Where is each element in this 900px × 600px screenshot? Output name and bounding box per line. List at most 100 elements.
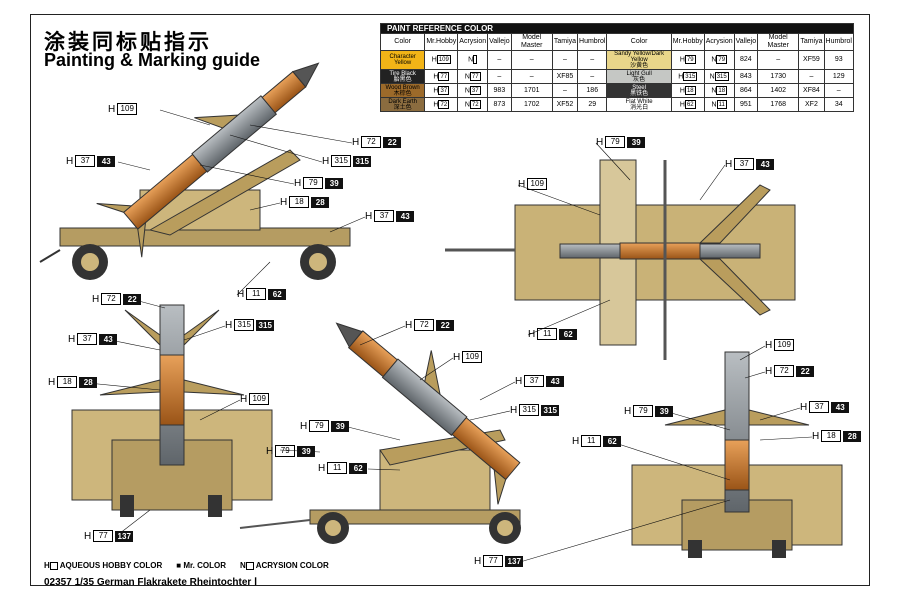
paint-callout: H 18 28 — [48, 376, 98, 388]
callout-h-mark: H — [528, 328, 536, 340]
kit-title-footer: 02357 1/35 German Flakrakete Rheintochte… — [44, 577, 258, 588]
legend-mr-color: ■ Mr. COLOR — [176, 561, 226, 570]
callout-mr-color-code: 43 — [97, 155, 116, 167]
callout-mr-color-code: 39 — [655, 405, 674, 417]
legend-acrysion: N ACRYSION COLOR — [239, 561, 329, 570]
callout-h-mark: H — [92, 293, 100, 305]
page-title: Painting & Marking guide — [44, 50, 261, 70]
callout-aqueous-code: 79 — [605, 136, 626, 148]
page-frame — [30, 14, 870, 586]
callout-aqueous-code: 72 — [101, 293, 122, 305]
callout-mr-color-code: 43 — [756, 158, 775, 170]
callout-aqueous-code: 37 — [524, 375, 545, 387]
callout-aqueous-code: 72 — [774, 365, 795, 377]
callout-aqueous-code: 72 — [361, 136, 382, 148]
paint-callout: H 72 22 — [765, 365, 815, 377]
callout-aqueous-code: 11 — [537, 328, 558, 340]
callout-h-mark: H — [300, 420, 308, 432]
callout-aqueous-code: 37 — [734, 158, 755, 170]
paint-callout: H 79 39 — [266, 445, 316, 457]
callout-mr-color-code: 43 — [99, 333, 118, 345]
paint-callout: H 109 — [453, 351, 483, 363]
callout-h-mark: H — [68, 333, 76, 345]
callout-h-mark: H — [624, 405, 632, 417]
callout-h-mark: H — [510, 404, 518, 416]
paint-callout: H 79 39 — [294, 177, 344, 189]
paint-reference-table: PAINT REFERENCE COLOR Color Mr.Hobby Acr… — [379, 23, 855, 112]
callout-h-mark: H — [280, 196, 288, 208]
callout-h-mark: H — [48, 376, 56, 388]
callout-h-mark: H — [518, 178, 526, 190]
callout-mr-color-code: 43 — [831, 401, 850, 413]
paint-callout: H 18 28 — [812, 430, 862, 442]
paint-callout: H 72 22 — [405, 319, 455, 331]
paint-callout: H 72 22 — [92, 293, 142, 305]
top-view-drawing — [445, 159, 796, 360]
callout-mr-color-code: 137 — [505, 555, 524, 567]
callout-aqueous-code: 11 — [327, 462, 348, 474]
paint-callout: H 11 62 — [237, 288, 287, 300]
callout-aqueous-code: 37 — [77, 333, 98, 345]
callout-aqueous-code: 109 — [249, 393, 270, 405]
callout-mr-color-code: 43 — [396, 210, 415, 222]
callout-aqueous-code: 109 — [462, 351, 483, 363]
callout-mr-color-code: 28 — [843, 430, 862, 442]
callout-mr-color-code: 22 — [796, 365, 815, 377]
callout-aqueous-code: 79 — [303, 177, 324, 189]
paint-callout: H 109 — [518, 178, 548, 190]
paint-callout: H 77 137 — [474, 555, 524, 567]
callout-h-mark: H — [515, 375, 523, 387]
callout-aqueous-code: 37 — [75, 155, 96, 167]
callout-mr-color-code: 62 — [268, 288, 287, 300]
callout-mr-color-code: 39 — [297, 445, 316, 457]
callout-mr-color-code: 39 — [325, 177, 344, 189]
callout-aqueous-code: 315 — [234, 319, 255, 331]
callout-aqueous-code: 37 — [374, 210, 395, 222]
paint-callout: H 18 28 — [280, 196, 330, 208]
paint-callout: H 11 62 — [572, 435, 622, 447]
callout-aqueous-code: 11 — [581, 435, 602, 447]
paint-callout: H 315 315 — [225, 319, 275, 331]
humbrol-cell: 29 — [577, 97, 608, 112]
callout-mr-color-code: 315 — [256, 319, 275, 331]
callout-h-mark: H — [812, 430, 820, 442]
paint-callout: H 315 315 — [322, 155, 372, 167]
callout-h-mark: H — [225, 319, 233, 331]
paint-callout: H 11 62 — [318, 462, 368, 474]
launch-side-view-drawing — [239, 322, 521, 544]
callout-h-mark: H — [240, 393, 248, 405]
paint-callout: H 77 137 — [84, 530, 134, 542]
callout-mr-color-code: 39 — [331, 420, 350, 432]
side-view-drawing — [39, 62, 351, 280]
callout-h-mark: H — [800, 401, 808, 413]
callout-h-mark: H — [352, 136, 360, 148]
callout-mr-color-code: 28 — [311, 196, 330, 208]
paint-callout: H 37 43 — [800, 401, 850, 413]
color-name-cell: Character Yellow — [379, 50, 426, 70]
callout-h-mark: H — [294, 177, 302, 189]
callout-aqueous-code: 11 — [246, 288, 267, 300]
callout-mr-color-code: 28 — [79, 376, 98, 388]
callout-h-mark: H — [318, 462, 326, 474]
paint-callout: H 11 62 — [528, 328, 578, 340]
legend-aqueous: H AQUEOUS HOBBY COLOR — [44, 561, 163, 570]
col-header: Model Master — [510, 33, 553, 51]
paint-callout: H 109 — [240, 393, 270, 405]
callout-aqueous-code: 109 — [117, 103, 138, 115]
callout-aqueous-code: 72 — [414, 319, 435, 331]
humbrol-cell: – — [577, 50, 608, 70]
paint-callout: H 37 43 — [66, 155, 116, 167]
paint-legend: H AQUEOUS HOBBY COLOR ■ Mr. COLOR N ACRY… — [44, 561, 329, 570]
callout-aqueous-code: 315 — [519, 404, 540, 416]
callout-aqueous-code: 18 — [821, 430, 842, 442]
paint-callout: H 315 315 — [510, 404, 560, 416]
humbrol-cell: 34 — [823, 97, 855, 112]
callout-h-mark: H — [365, 210, 373, 222]
